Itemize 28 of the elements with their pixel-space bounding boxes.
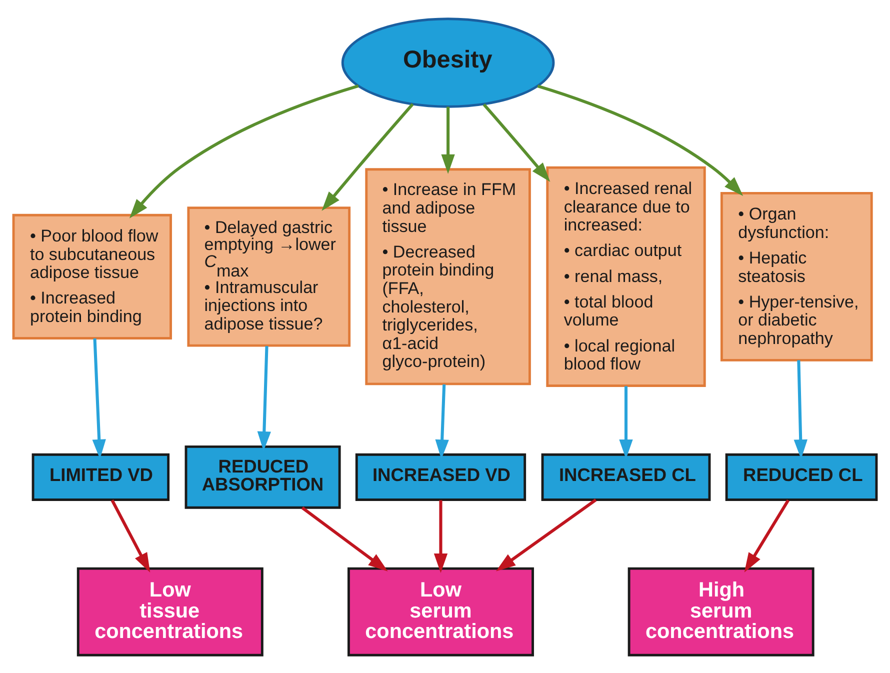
node-box: LIMITED VD: [32, 452, 170, 500]
arrow: [619, 386, 633, 458]
arrow: [482, 103, 550, 182]
arrow: [441, 106, 455, 174]
node-box: INCREASED CL: [541, 452, 711, 500]
arrow: [496, 498, 597, 571]
arrow: [435, 384, 449, 459]
node-box: REDUCED CL: [725, 452, 878, 500]
node-box: High serum concentrations: [628, 566, 814, 656]
node-box: Low serum concentrations: [347, 566, 534, 656]
arrow: [434, 500, 448, 573]
arrow: [257, 346, 271, 451]
node-box: REDUCED ABSORPTION: [184, 444, 341, 508]
arrow: [110, 499, 150, 572]
arrow: [794, 360, 808, 459]
node-ellipse: Obesity: [341, 17, 555, 108]
node-box: • Increase in FFM and adipose tissue • Decreased protein binding (FFA, cholesterol, triglycerides, α1-acid glyco-protein): [365, 168, 531, 385]
node-box: Low tissue concentrations: [76, 566, 264, 656]
node-box: • Poor blood flow to subcutaneous adipose tissue • Increased protein binding: [12, 213, 172, 339]
node-box: • Organ dysfunction: • Hepatic steatosis • Hyper-tensive, or diabetic nephropathy: [720, 191, 873, 361]
node-box: INCREASED VD: [355, 452, 526, 500]
arrow: [92, 338, 106, 458]
arrow: [129, 84, 359, 218]
node-box: • Increased renal clearance due to increased: • cardiac output • renal mass, • total blood volume • local regional blood flow: [546, 166, 706, 386]
arrow: [301, 506, 388, 571]
arrow: [744, 498, 790, 572]
arrow: [537, 84, 744, 196]
arrow: [322, 102, 414, 210]
